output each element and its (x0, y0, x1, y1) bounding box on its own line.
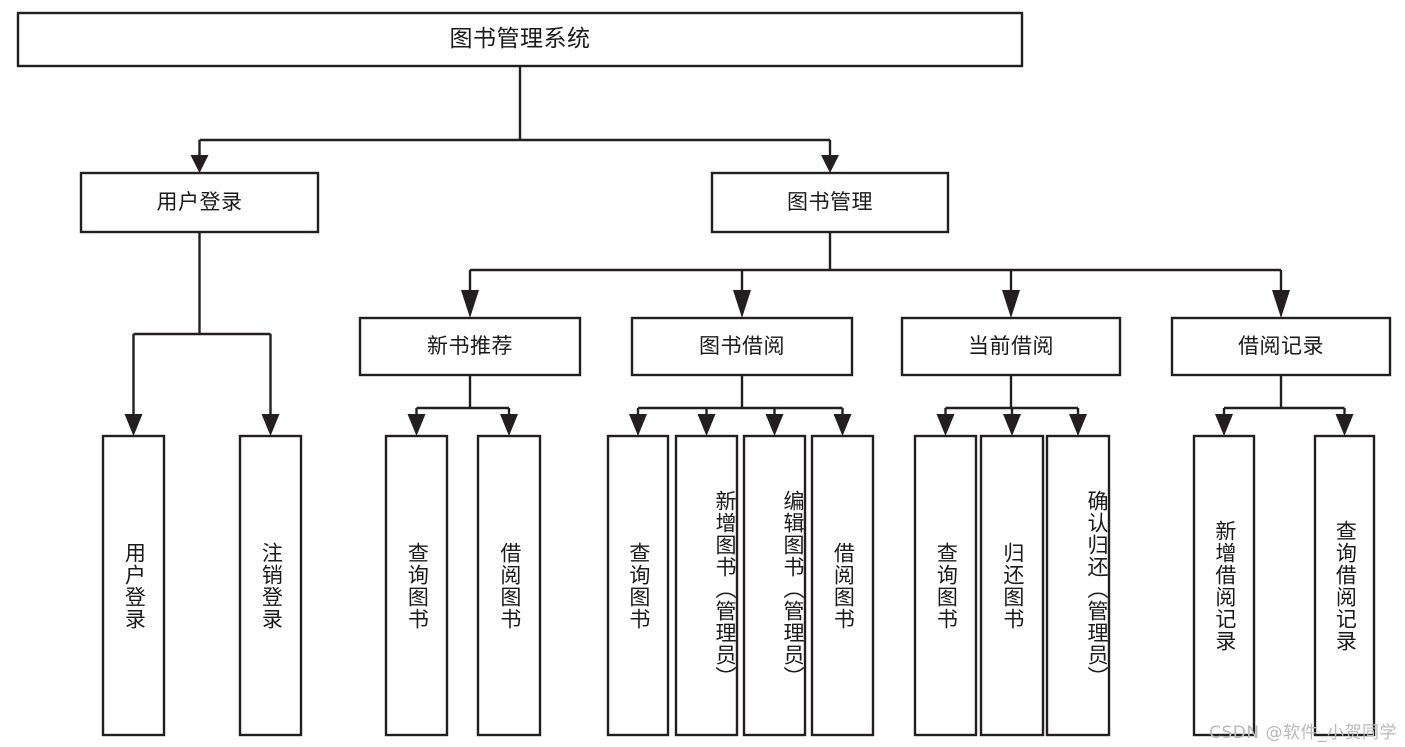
node-box-current-borrow[interactable] (900, 316, 1122, 377)
arrow-leaf-query-record (1335, 414, 1354, 436)
arrow-to-book-management (821, 155, 839, 173)
node-box-book-borrow[interactable] (630, 316, 854, 377)
arrow-to-current-borrow (1002, 290, 1020, 318)
arrow-leaf-borrow-book-1 (500, 414, 518, 436)
node-box-leaf-add-record[interactable] (1192, 434, 1256, 737)
node-box-leaf-query-book-2[interactable] (606, 434, 670, 737)
arrow-to-new-book-recommend (461, 290, 479, 318)
arrow-leaf-query-book-2 (629, 414, 647, 436)
node-box-new-book-recommend[interactable] (358, 316, 582, 377)
node-boxes (16, 11, 1392, 737)
node-box-leaf-query-record[interactable] (1313, 434, 1376, 737)
arrow-leaf-query-book-1 (407, 414, 426, 436)
arrow-leaf-return-book (1003, 414, 1021, 436)
arrow-leaf-add-book (697, 414, 716, 436)
arrow-leaf-logout (261, 414, 280, 436)
node-box-leaf-user-login[interactable] (101, 434, 166, 737)
csdn-watermark: CSDN @软件_小贺同学 (1209, 723, 1397, 743)
arrow-leaf-borrow-book-2 (833, 414, 852, 436)
node-box-borrow-record[interactable] (1170, 316, 1392, 377)
connectors (124, 66, 1354, 436)
arrow-to-book-borrow (733, 290, 751, 318)
arrow-to-borrow-record (1272, 290, 1290, 318)
arrow-leaf-edit-book (765, 414, 784, 436)
node-box-leaf-return-book[interactable] (979, 434, 1045, 737)
arrow-to-user-login (190, 155, 209, 173)
node-box-root[interactable] (16, 11, 1024, 68)
node-box-leaf-query-book-3[interactable] (913, 434, 978, 737)
node-box-leaf-add-book[interactable] (674, 434, 739, 737)
node-box-book-management[interactable] (710, 171, 950, 234)
arrow-leaf-add-record (1215, 414, 1233, 436)
node-box-leaf-logout[interactable] (238, 434, 303, 737)
node-box-leaf-borrow-book-2[interactable] (810, 434, 875, 737)
arrow-leaf-confirm-return (1069, 414, 1087, 436)
node-box-leaf-borrow-book-1[interactable] (476, 434, 542, 737)
node-box-leaf-edit-book[interactable] (742, 434, 807, 737)
arrow-leaf-user-login (124, 414, 143, 436)
node-box-leaf-confirm-return[interactable] (1045, 434, 1111, 737)
node-box-leaf-query-book-1[interactable] (384, 434, 449, 737)
arrow-leaf-query-book-3 (936, 414, 955, 436)
node-box-user-login[interactable] (79, 171, 320, 234)
